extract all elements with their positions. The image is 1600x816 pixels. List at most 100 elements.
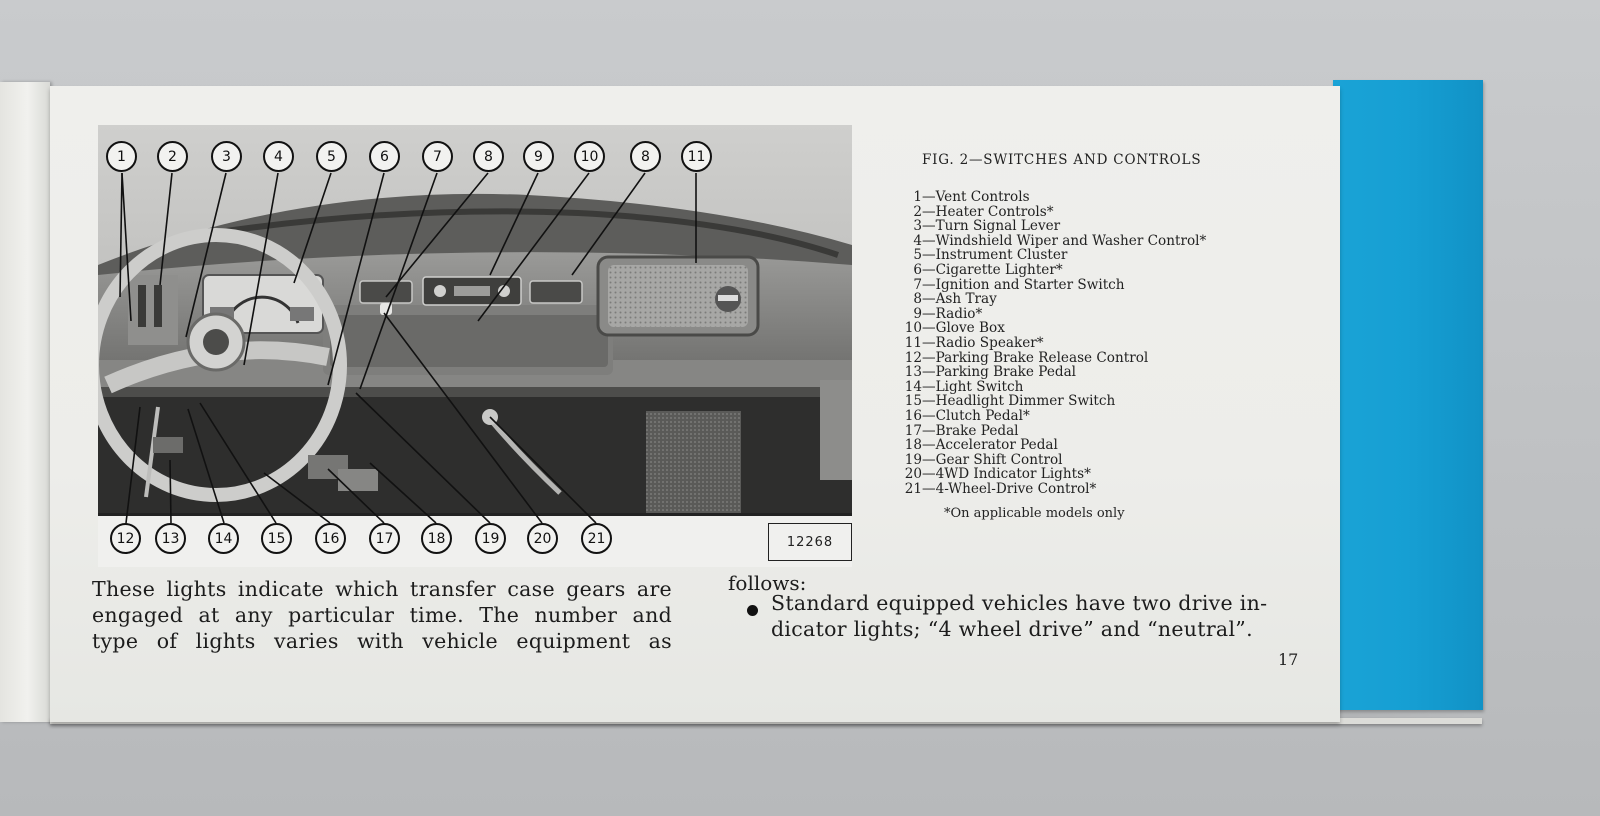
legend-item: 18—Accelerator Pedal	[902, 438, 1206, 453]
legend-item: 15—Headlight Dimmer Switch	[902, 394, 1206, 409]
legend-item-label: —Turn Signal Lever	[922, 218, 1061, 235]
legend-item-label: —Accelerator Pedal	[922, 437, 1058, 454]
legend-item-number: 9	[913, 305, 922, 322]
legend-item-number: 13	[904, 364, 922, 381]
legend-item-number: 4	[913, 232, 922, 249]
left-page-edge	[0, 82, 50, 722]
callout-top: 5	[316, 141, 347, 172]
legend-item-number: 16	[904, 407, 922, 424]
legend-item-label: —4-Wheel-Drive Control*	[922, 480, 1097, 497]
legend-item-label: —Radio*	[922, 305, 983, 322]
legend-item-label: —Windshield Wiper and Washer Control*	[922, 232, 1207, 249]
callout-top: 9	[523, 141, 554, 172]
body-line: These lights indicate which transfer cas…	[92, 577, 672, 601]
figure-title: FIG. 2—SWITCHES AND CONTROLS	[922, 152, 1202, 168]
text-fragment	[0, 264, 9, 273]
legend-item: 14—Light Switch	[902, 378, 1206, 395]
callout-bottom: 21	[581, 523, 612, 554]
photo-reference-number: 12268	[768, 523, 852, 561]
callout-bottom: 20	[527, 523, 558, 554]
callout-bottom: 12	[110, 523, 141, 554]
legend-item-number: 20	[904, 466, 922, 483]
legend-item: 4—Windshield Wiper and Washer Control*	[902, 232, 1207, 249]
legend-item-number: 2	[913, 203, 922, 220]
legend-item: 12—Parking Brake Release Control	[902, 349, 1206, 366]
callout-top: 8	[630, 141, 661, 172]
legend-item-label: —4WD Indicator Lights*	[922, 466, 1091, 483]
legend-item-label: —Radio Speaker*	[922, 334, 1044, 351]
legend-item: 10—Glove Box	[902, 321, 1206, 336]
callout-bottom: 19	[475, 523, 506, 554]
legend-item: 11—Radio Speaker*	[902, 336, 1206, 351]
legend-item-label: —Glove Box	[922, 320, 1005, 337]
leader-lines	[119, 172, 697, 524]
legend-item: 20—4WD Indicator Lights*	[902, 467, 1206, 482]
callout-top: 10	[574, 141, 605, 172]
dashboard-illustration	[98, 125, 852, 567]
legend-item-number: 5	[913, 247, 922, 264]
legend-item-number: 6	[913, 261, 922, 278]
legend-item-label: —Light Switch	[922, 378, 1024, 395]
legend-item: 21—4-Wheel-Drive Control*	[902, 482, 1206, 497]
legend-item-number: 3	[913, 218, 922, 235]
dashboard-photo	[98, 125, 852, 567]
callout-top: 11	[681, 141, 712, 172]
legend-item-label: —Ash Tray	[922, 291, 997, 308]
text-fragment	[0, 286, 9, 295]
page-number: 17	[1278, 650, 1299, 669]
legend-item-label: —Parking Brake Release Control	[922, 349, 1149, 366]
legend-item-number: 21	[904, 480, 922, 497]
text-fragment	[0, 344, 9, 353]
legend-item-label: —Vent Controls	[922, 189, 1030, 205]
legend-item-label: —Gear Shift Control	[922, 451, 1063, 468]
text-fragment	[0, 202, 9, 211]
legend-item: 6—Cigarette Lighter*	[902, 263, 1206, 278]
callout-top: 3	[211, 141, 242, 172]
callout-top: 7	[422, 141, 453, 172]
text-fragment	[0, 306, 9, 315]
legend-item-label: —Ignition and Starter Switch	[922, 276, 1125, 293]
legend-item-label: —Brake Pedal	[922, 422, 1019, 439]
text-fragment	[0, 244, 9, 253]
legend-item-label: —Clutch Pedal*	[922, 407, 1030, 424]
legend-item-number: 10	[904, 320, 922, 337]
legend-item: 13—Parking Brake Pedal	[902, 365, 1206, 380]
legend-item: 17—Brake Pedal	[902, 422, 1206, 439]
legend-item-number: 1	[913, 189, 922, 205]
text-fragment	[0, 460, 9, 469]
callout-top: 8	[473, 141, 504, 172]
callout-top: 2	[157, 141, 188, 172]
legend-item-number: 14	[904, 378, 922, 395]
legend-item-label: —Parking Brake Pedal	[922, 364, 1077, 381]
bullet-text: Standard equipped vehicles have two driv…	[771, 590, 1301, 642]
legend-item-label: —Instrument Cluster	[922, 247, 1068, 264]
callout-bottom: 13	[155, 523, 186, 554]
callout-bottom: 18	[421, 523, 452, 554]
legend-item-label: —Heater Controls*	[922, 203, 1054, 220]
callout-top: 1	[106, 141, 137, 172]
body-line: type of lights varies with vehicle equip…	[92, 629, 672, 653]
legend-item: 8—Ash Tray	[902, 292, 1206, 307]
legend-item-number: 11	[904, 334, 922, 351]
legend-item-number: 18	[904, 437, 922, 454]
legend-item: 16—Clutch Pedal*	[902, 409, 1206, 424]
legend-item-number: 12	[904, 349, 922, 366]
callout-bottom: 15	[261, 523, 292, 554]
body-line: engaged at any particular time. The numb…	[92, 603, 672, 627]
legend-item-number: 19	[904, 451, 922, 468]
blue-section-tab	[1333, 80, 1483, 710]
legend-item: 19—Gear Shift Control	[902, 451, 1206, 468]
legend-item: 9—Radio*	[902, 305, 1206, 322]
body-text-left: These lights indicate which transfer cas…	[92, 576, 672, 654]
legend-item-number: 7	[913, 276, 922, 293]
legend-item: 5—Instrument Cluster	[902, 248, 1206, 263]
bullet-line: Standard equipped vehicles have two driv…	[771, 591, 1268, 615]
callout-top: 4	[263, 141, 294, 172]
legend-item-number: 17	[904, 422, 922, 439]
legend-item: 7—Ignition and Starter Switch	[902, 276, 1206, 293]
callout-top: 6	[369, 141, 400, 172]
legend-item: 1—Vent Controls	[902, 190, 1206, 205]
callout-bottom: 17	[369, 523, 400, 554]
bullet-icon	[747, 605, 758, 616]
